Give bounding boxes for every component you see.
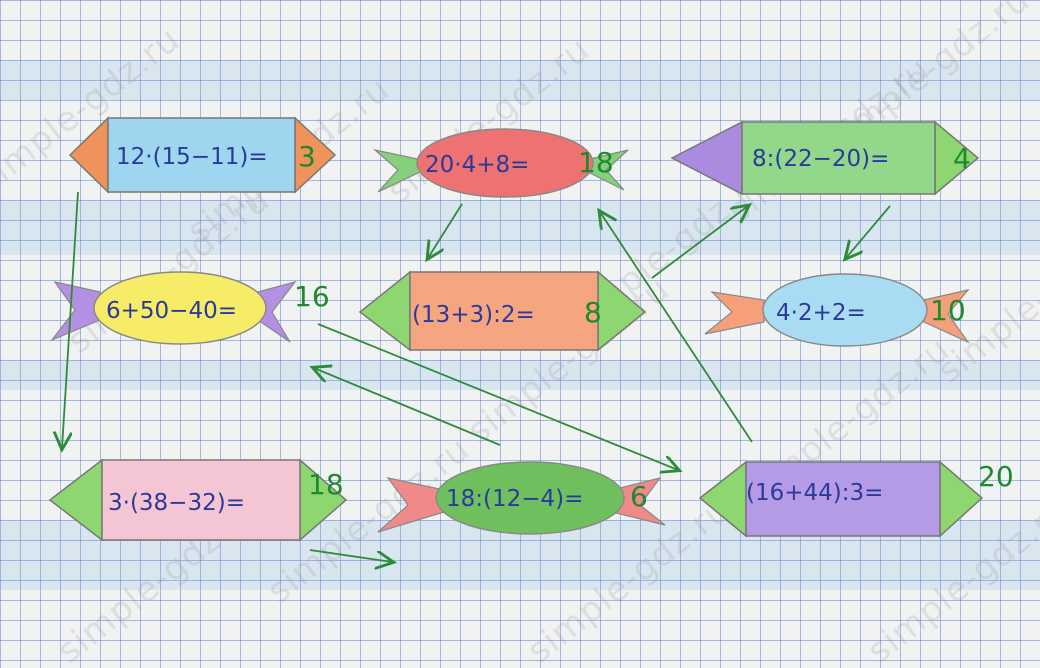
answer-6: 10 xyxy=(930,294,966,327)
arrow xyxy=(317,323,678,470)
expression-5: (13+3):2= xyxy=(412,302,535,328)
candy-4: 6+50−40= 16 xyxy=(50,271,330,345)
candy-9: (16+44):3= 20 xyxy=(698,460,1014,538)
arrow xyxy=(846,205,891,258)
expression-1: 12·(15−11)= xyxy=(116,144,268,170)
answer-chain-arrows xyxy=(62,191,891,562)
arrow xyxy=(314,368,501,446)
arrow xyxy=(651,206,748,279)
candy-5: (13+3):2= 8 xyxy=(358,270,647,352)
expression-8: 18:(12−4)= xyxy=(446,486,583,512)
candy-1: 12·(15−11)= 3 xyxy=(68,116,337,194)
expression-3: 8:(22−20)= xyxy=(752,146,889,172)
arrow xyxy=(62,191,79,448)
answer-5: 8 xyxy=(584,296,602,329)
candy-7: 3·(38−32)= 18 xyxy=(48,458,348,542)
arrow xyxy=(309,549,392,562)
candy-3: 8:(22−20)= 4 xyxy=(670,120,980,196)
expression-6: 4·2+2= xyxy=(776,300,866,326)
candy-8: 18:(12−4)= 6 xyxy=(377,461,666,535)
arrow xyxy=(428,203,463,258)
answer-3: 4 xyxy=(953,142,971,175)
answer-7: 18 xyxy=(308,468,344,501)
answer-9: 20 xyxy=(978,460,1014,493)
answer-2: 18 xyxy=(578,146,614,179)
expression-4: 6+50−40= xyxy=(106,298,237,324)
arrow xyxy=(600,212,753,443)
answer-8: 6 xyxy=(630,480,648,513)
answer-1: 3 xyxy=(298,140,316,173)
expression-9: (16+44):3= xyxy=(746,480,883,506)
candy-2: 20·4+8= 18 xyxy=(372,128,629,198)
answer-4: 16 xyxy=(294,280,330,313)
candy-6: 4·2+2= 10 xyxy=(704,273,970,347)
expression-2: 20·4+8= xyxy=(425,152,529,178)
expression-7: 3·(38−32)= xyxy=(108,490,245,516)
